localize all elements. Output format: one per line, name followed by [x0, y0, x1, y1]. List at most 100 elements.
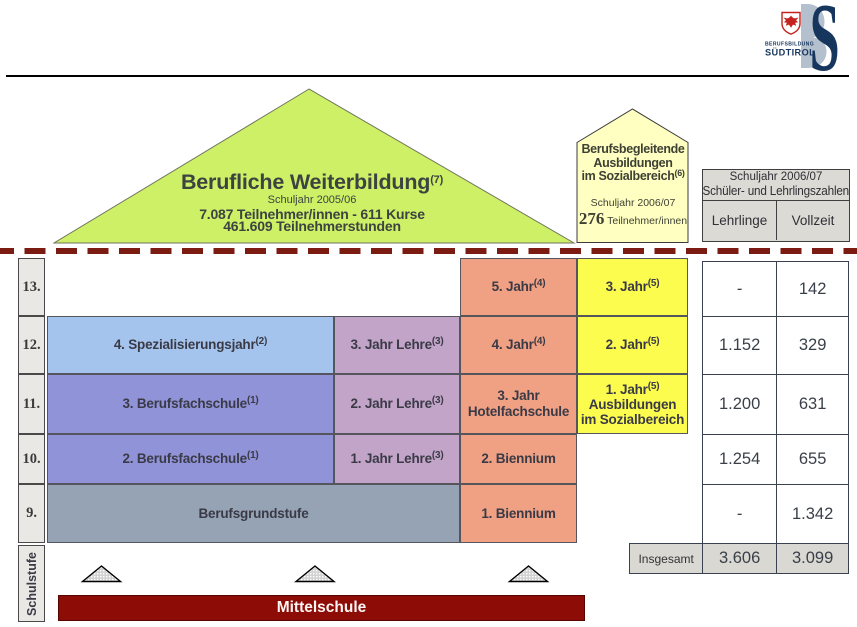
stufe-number: 11. — [22, 395, 41, 412]
stat-value: 329 — [798, 336, 827, 355]
sozialbereich-count-line: 276 Teilnehmer/innen — [578, 209, 688, 229]
cell-4-jahr: 4. Jahr(4) — [460, 316, 577, 374]
footnote-marker: (3) — [431, 395, 444, 406]
berufsbildung-suedtirol-logo: S BERUFSBILDUNG SÜDTIROL — [765, 0, 840, 75]
stat-value: 1.152 — [719, 336, 761, 355]
insgesamt-text: Insgesamt — [638, 551, 694, 566]
cell-label: 2. Biennium — [481, 451, 556, 466]
stat-value: - — [736, 279, 743, 298]
weiterbildung-stat1: 7.087 Teilnehmer/innen - 611 Kurse — [199, 205, 425, 222]
dashed-divider — [0, 248, 857, 254]
stats-header-title: Schuljahr 2006/07 Schüler- und Lehrlings… — [703, 170, 849, 201]
cell-label-line: 3. Jahr — [497, 388, 540, 403]
stufe-13: 13. — [18, 258, 45, 316]
stat-value: 631 — [798, 395, 827, 414]
cell-label: 1. Biennium — [481, 505, 556, 521]
sozialbereich-house — [576, 108, 689, 243]
stat-value: 655 — [798, 450, 827, 469]
logo-b-shape — [801, 4, 827, 68]
stufe-12: 12. — [18, 316, 45, 374]
weiterbildung-subtitle: Schuljahr 2005/06 — [267, 193, 357, 206]
cell-3-jahr-lehre: 3. Jahr Lehre(3) — [334, 316, 460, 374]
stats-header-line2: Schüler- und Lehrlingszahlen — [702, 184, 850, 199]
stufe-number: 13. — [22, 278, 41, 295]
stat-11-vollzeit: 631 — [776, 374, 850, 436]
logo-text-line2: SÜDTIROL — [765, 48, 815, 58]
arrow-triangle-1 — [80, 565, 123, 583]
mittelschule-label: Mittelschule — [276, 599, 367, 616]
stats-col-lehrlinge: Lehrlinge — [703, 200, 777, 240]
sozialbereich-title-line: im Sozialbereich — [581, 169, 675, 184]
cell-berufsgrundstufe: Berufsgrundstufe — [47, 484, 460, 543]
arrow-triangle-3 — [507, 565, 550, 583]
sozialbereich-house-shape — [576, 108, 689, 243]
weiterbildung-title-text: Berufliche Weiterbildung — [180, 170, 431, 194]
footnote-marker: (2) — [255, 336, 268, 347]
cell-3-jahr-sozial: 3. Jahr(5) — [577, 258, 688, 316]
stat-13-vollzeit: 142 — [776, 261, 850, 318]
arrow-triangles — [80, 565, 550, 583]
logo-text-line1: BERUFSBILDUNG — [765, 42, 814, 48]
sozialbereich-text: Berufsbegleitende Ausbildungen im Sozial… — [578, 142, 688, 229]
stufe-number: 9. — [26, 505, 37, 521]
sozialbereich-title-line: Berufsbegleitende — [581, 142, 685, 156]
cell-label: 3. Berufsfachschule — [122, 396, 247, 411]
cell-5-jahr: 5. Jahr(4) — [460, 258, 577, 316]
cell-label-line: Ausbildungen — [588, 396, 677, 412]
logo-crest-eagle — [783, 15, 799, 28]
cell-1-biennium: 1. Biennium — [460, 484, 577, 543]
cell-label-line: 1. Jahr — [605, 381, 648, 397]
stat-value: 3.606 — [719, 549, 761, 567]
sozialbereich-count: 276 — [578, 209, 605, 229]
stats-header-columns: Lehrlinge Vollzeit — [703, 200, 849, 240]
cell-label: 5. Jahr — [491, 279, 534, 294]
stat-value: 1.254 — [719, 450, 761, 469]
stat-10-vollzeit: 655 — [776, 434, 850, 486]
stat-9-vollzeit: 1.342 — [776, 484, 850, 545]
cell-label: 4. Jahr — [491, 337, 534, 352]
sozialbereich-footnote: (6) — [674, 168, 685, 179]
stat-12-vollzeit: 329 — [776, 316, 850, 376]
cell-label: Berufsgrundstufe — [198, 505, 309, 521]
stat-10-lehrlinge: 1.254 — [702, 434, 778, 486]
stat-value: - — [736, 504, 743, 523]
arrow-triangle-2 — [294, 565, 336, 583]
stat-value: 1.200 — [719, 395, 761, 414]
cell-label-line: Hotelfachschule — [467, 404, 570, 419]
cell-label: 2. Berufsfachschule — [122, 451, 247, 466]
cell-2-jahr-sozial: 2. Jahr(5) — [577, 316, 688, 374]
insgesamt-label: Insgesamt — [629, 543, 704, 574]
footnote-marker: (4) — [533, 278, 546, 289]
stat-value: 3.099 — [792, 549, 834, 567]
footnote-marker: (1) — [246, 395, 259, 406]
sozialbereich-title-line: Ausbildungen — [593, 155, 673, 170]
logo-s-letter: S — [810, 0, 840, 75]
cell-label: 3. Jahr — [605, 279, 648, 294]
cell-label: 2. Jahr Lehre — [350, 396, 432, 411]
stufe-number: 12. — [22, 336, 41, 353]
stufe-9: 9. — [18, 484, 45, 543]
cell-label: 2. Jahr — [605, 337, 648, 352]
stufe-number: 10. — [22, 450, 41, 467]
cell-3-berufsfachschule: 3. Berufsfachschule(1) — [47, 374, 334, 434]
stufe-11: 11. — [18, 374, 45, 434]
top-rule — [6, 75, 849, 77]
cell-2-biennium: 2. Biennium — [460, 434, 577, 484]
stat-total-lehrlinge: 3.606 — [702, 543, 778, 574]
schulstufe-axis-label: Schulstufe — [18, 545, 45, 622]
cell-label: 3. Jahr Lehre — [350, 337, 432, 352]
cell-2-jahr-lehre: 2. Jahr Lehre(3) — [334, 374, 460, 434]
sozialbereich-count-label: Teilnehmer/innen — [604, 215, 688, 228]
sozialbereich-title: Berufsbegleitende Ausbildungen im Sozial… — [578, 142, 688, 184]
stats-header: Schuljahr 2006/07 Schüler- und Lehrlings… — [702, 169, 850, 242]
stat-13-lehrlinge: - — [702, 261, 778, 318]
cell-1-jahr-lehre: 1. Jahr Lehre(3) — [334, 434, 460, 484]
cell-label-line: im Sozialbereich — [580, 411, 685, 427]
footnote-marker: (5) — [647, 278, 660, 289]
weiterbildung-triangle-shape — [53, 88, 576, 244]
stat-value: 1.342 — [792, 504, 834, 523]
cell-label: 1. Jahr Lehre — [350, 451, 432, 466]
